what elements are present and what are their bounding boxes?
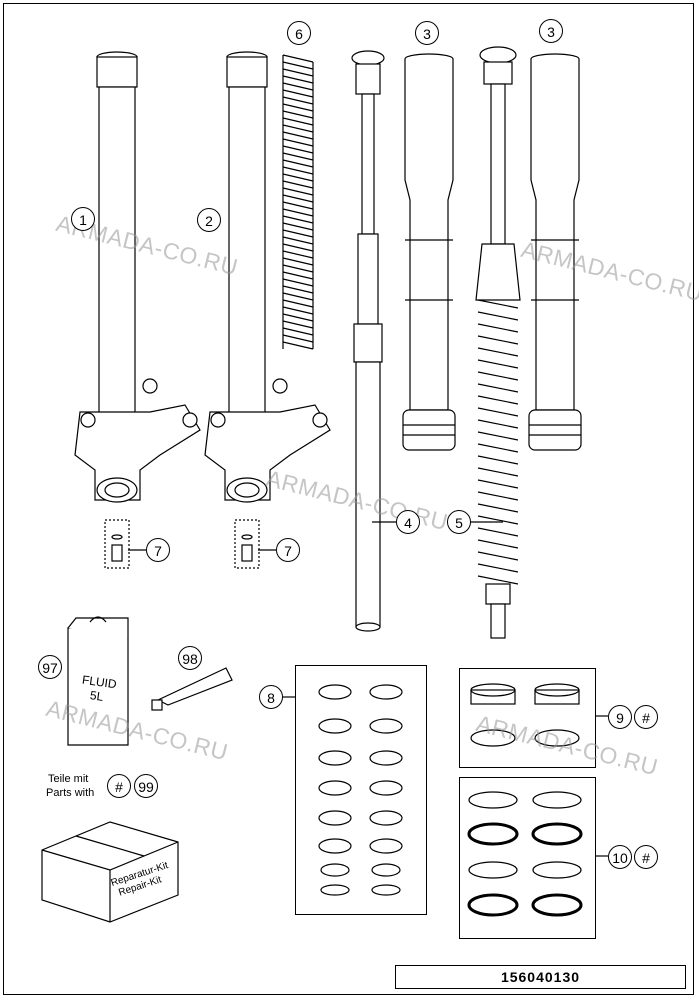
seal-kit-box-8 <box>295 665 427 915</box>
callout-97[interactable]: 97 <box>38 655 62 679</box>
damper-assembly-5 <box>475 46 521 639</box>
inner-tube-3a <box>402 53 456 451</box>
inner-tube-3b <box>528 53 582 451</box>
fork-spring-6 <box>282 54 314 350</box>
bleed-screw-7b <box>234 519 260 569</box>
callout-10[interactable]: 10 <box>608 845 632 869</box>
repair-kit-box <box>41 821 179 923</box>
callout-4[interactable]: 4 <box>396 510 420 534</box>
callout-5[interactable]: 5 <box>447 510 471 534</box>
cartridge-4 <box>351 50 385 632</box>
callout-3a[interactable]: 3 <box>415 21 439 45</box>
callout-9[interactable]: 9 <box>608 705 632 729</box>
grease-tube-98 <box>151 667 233 711</box>
fork-oil-can-97 <box>67 616 129 746</box>
outer-tube-1 <box>74 51 201 503</box>
bushing-set-9 <box>470 683 580 747</box>
callout-10-hash[interactable]: # <box>634 845 658 869</box>
callout-99[interactable]: 99 <box>134 774 158 798</box>
seal-set-10 <box>467 791 583 917</box>
part-number: 156040130 <box>395 965 686 989</box>
seal-kit-box-10 <box>459 777 596 939</box>
drawing-frame <box>3 3 694 995</box>
callout-7b[interactable]: 7 <box>276 538 300 562</box>
teile-mit-label: Teile mit <box>48 773 89 785</box>
callout-2[interactable]: 2 <box>197 208 221 232</box>
seal-ring-set-8 <box>318 684 403 896</box>
callout-8[interactable]: 8 <box>259 685 283 709</box>
callout-98[interactable]: 98 <box>178 646 202 670</box>
bleed-screw-7a <box>104 519 130 569</box>
callout-9-hash[interactable]: # <box>634 705 658 729</box>
fluid-volume-label: 5L <box>89 688 105 704</box>
callout-1[interactable]: 1 <box>71 207 95 231</box>
callout-7a[interactable]: 7 <box>146 538 170 562</box>
callout-6[interactable]: 6 <box>287 21 311 45</box>
callout-hash[interactable]: # <box>107 774 131 798</box>
callout-3b[interactable]: 3 <box>539 19 563 43</box>
outer-tube-2 <box>204 51 331 503</box>
parts-with-label: Parts with <box>46 787 95 799</box>
bushing-kit-box-9 <box>459 668 596 768</box>
